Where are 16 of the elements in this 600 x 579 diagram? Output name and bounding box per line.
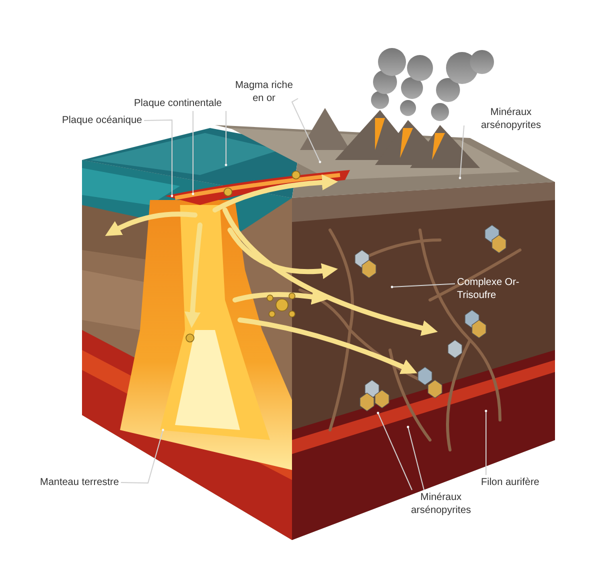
callout-label: Minéraux arsénopyrites <box>398 491 484 517</box>
callout-label: Complexe Or-Trisoufre <box>457 276 537 302</box>
callout-label: Filon aurifère <box>481 476 540 489</box>
leader-line <box>192 110 194 196</box>
leader-line <box>390 283 456 288</box>
leader-line <box>291 98 322 164</box>
leader-line <box>120 428 164 484</box>
callout-label: Plaque continentale <box>134 97 222 110</box>
leader-line <box>406 426 424 490</box>
callout-label: Plaque océanique <box>62 114 142 127</box>
leader-line <box>144 120 174 198</box>
callout-label: Minéraux arsénopyrites <box>466 106 556 132</box>
callout-label: Magma riche en or <box>232 79 296 105</box>
leader-line <box>376 412 412 490</box>
callout-label: Manteau terrestre <box>40 476 119 489</box>
leader-line <box>224 110 228 166</box>
